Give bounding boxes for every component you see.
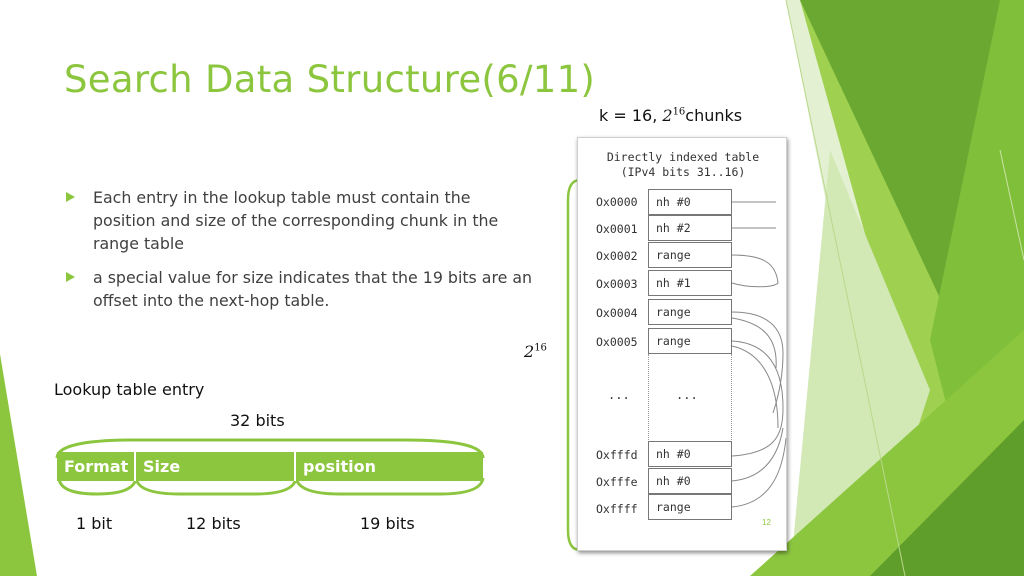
connector-line: [731, 340, 784, 457]
left-green-triangle: [0, 354, 37, 576]
bullet-text: Each entry in the lookup table must cont…: [93, 188, 499, 253]
bullet-item: a special value for size indicates that …: [66, 266, 536, 312]
page-number: 12: [762, 518, 771, 527]
bottom-brace-position: [294, 477, 485, 496]
lookup-entry-bar: Format Size position: [57, 452, 483, 481]
row-value: nh #0: [648, 441, 732, 467]
bullet-list: Each entry in the lookup table must cont…: [66, 186, 536, 323]
k-label: k = 16, 216chunks: [599, 106, 742, 125]
row-value: range: [648, 299, 732, 325]
size-bits-label: 12 bits: [186, 514, 241, 533]
row-value: range: [648, 328, 732, 354]
connector-line: [731, 254, 779, 288]
k-label-exponent: 16: [672, 106, 686, 118]
triangle-bullet-icon: [66, 272, 75, 282]
row-value: range: [648, 494, 732, 520]
table-bracket-curve: [566, 178, 581, 552]
thin-diagonal-line-1: [785, 0, 906, 576]
table-connectors: [731, 201, 787, 508]
row-value: range: [648, 242, 732, 268]
position-bits-label: 19 bits: [360, 514, 415, 533]
position-field: position: [303, 457, 376, 476]
row-address: Ox0004: [596, 306, 638, 320]
ellipsis-value: ...: [676, 388, 698, 402]
connector-line: [731, 311, 784, 414]
connector-line: [731, 437, 787, 508]
row-address: Ox0000: [596, 195, 638, 209]
row-address: Ox0003: [596, 277, 638, 291]
table-size-base: 2: [524, 342, 535, 361]
directly-indexed-table: Directly indexed table (IPv4 bits 31..16…: [577, 137, 787, 551]
row-address: Ox0002: [596, 249, 638, 263]
connector-line: [731, 317, 777, 369]
row-address: Oxfffe: [596, 475, 638, 489]
format-bits-label: 1 bit: [76, 514, 113, 533]
row-address: Oxffff: [596, 502, 638, 516]
bullet-text: a special value for size indicates that …: [93, 268, 533, 310]
row-address: Oxfffd: [596, 448, 638, 462]
triangle-bullet-icon: [66, 192, 75, 202]
bottom-dark-triangle: [870, 420, 1024, 576]
bullet-item: Each entry in the lookup table must cont…: [66, 186, 536, 255]
row-value: nh #1: [648, 270, 732, 296]
row-value: nh #0: [648, 468, 732, 494]
row-address: Ox0005: [596, 335, 638, 349]
row-value: nh #0: [648, 189, 732, 215]
k-label-base: 2: [662, 106, 673, 125]
format-field: Format: [57, 452, 136, 481]
connector-line: [731, 427, 784, 482]
table-caption-line1: Directly indexed table: [606, 150, 760, 164]
entry-heading: Lookup table entry: [54, 380, 205, 399]
row-address: Ox0001: [596, 222, 638, 236]
table-gap: [648, 354, 732, 442]
row-value: nh #2: [648, 215, 732, 241]
k-label-suffix: chunks: [685, 106, 743, 125]
connector-line: [731, 345, 779, 429]
bottom-brace-size: [134, 477, 298, 496]
k-label-prefix: k = 16,: [599, 106, 663, 125]
thin-diagonal-line-2: [999, 149, 1024, 261]
size-field: Size: [136, 452, 296, 481]
ellipsis-address: ...: [608, 388, 630, 402]
entry-total-bits: 32 bits: [230, 411, 285, 430]
k-label-power: 216: [662, 106, 685, 125]
slide-title: Search Data Structure(6/11): [64, 58, 596, 101]
table-size-exponent: 16: [534, 342, 547, 354]
bottom-brace-format: [57, 477, 138, 496]
table-caption-line2: (IPv4 bits 31..16): [620, 165, 746, 179]
top-brace: [55, 438, 485, 459]
table-size-label: 216: [524, 342, 547, 361]
